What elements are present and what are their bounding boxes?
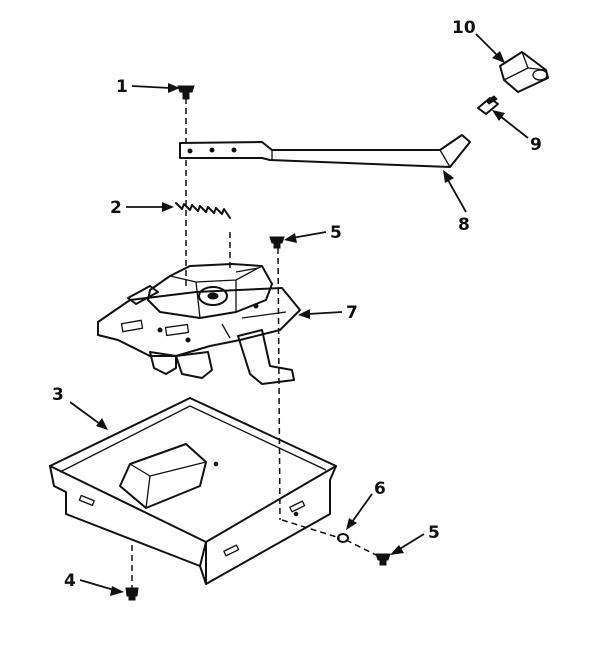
part-1-screw	[177, 85, 195, 100]
part-7-latch-assembly	[97, 263, 301, 385]
callout-6: 6	[374, 479, 386, 499]
part-5-screw-lower	[375, 553, 391, 566]
callout-1: 1	[116, 77, 128, 97]
part-2-spring	[175, 202, 231, 219]
part-3-tray	[49, 397, 337, 585]
callout-8: 8	[458, 215, 470, 235]
part-4-screw	[125, 587, 139, 601]
part-8-lever-arm	[179, 134, 471, 168]
part-6-washer	[337, 533, 349, 543]
callout-labels: 1 2 5 7 3 10 9 8 6 5 4	[52, 18, 542, 591]
callout-7: 7	[346, 303, 358, 323]
callout-3: 3	[52, 385, 64, 405]
callout-5-upper: 5	[330, 223, 342, 243]
callout-5-lower: 5	[428, 523, 440, 543]
part-5-screw-upper	[269, 236, 285, 249]
part-10-knob	[499, 51, 549, 93]
leader-arrows	[69, 33, 529, 596]
callout-9: 9	[530, 135, 542, 155]
part-9-clip	[477, 95, 499, 115]
alignment-lines	[131, 98, 379, 590]
callout-10: 10	[452, 18, 476, 38]
callout-2: 2	[110, 198, 122, 218]
callout-4: 4	[64, 571, 76, 591]
